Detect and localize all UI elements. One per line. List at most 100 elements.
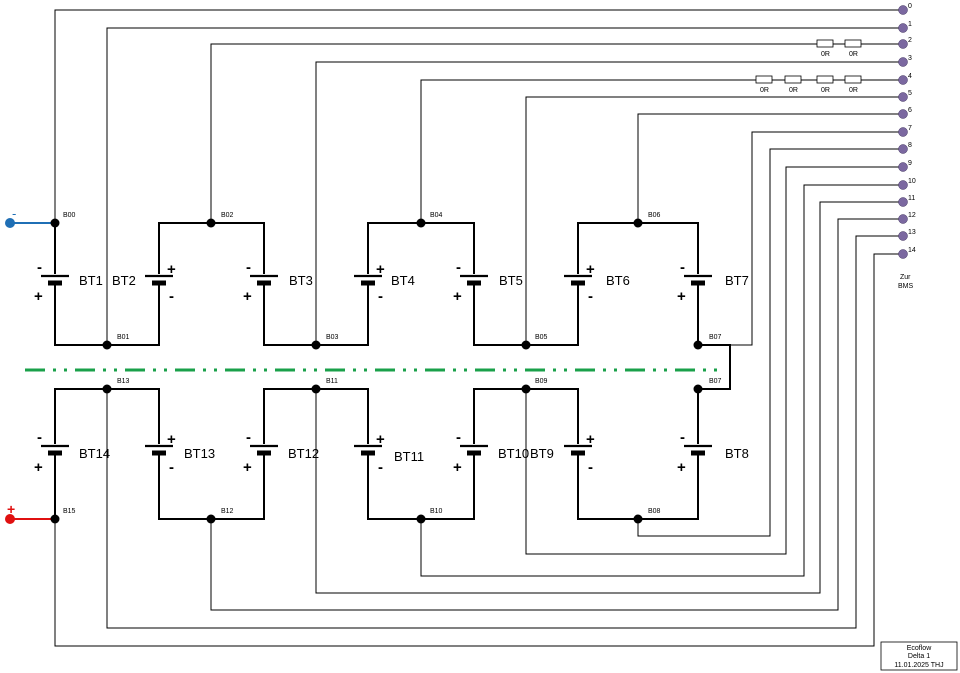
bt11-top	[316, 388, 369, 444]
svg-text:+: +	[376, 431, 385, 448]
label-b03: B03	[326, 334, 339, 341]
label-b04: B04	[430, 212, 443, 219]
terminal-4-label: 4	[908, 73, 912, 80]
bt6-label: BT6	[606, 273, 630, 288]
svg-text:+: +	[243, 288, 252, 305]
battery-bt13: + - BT13	[145, 431, 215, 476]
title-block: Ecoflow Delta 1 11.01.2025 THJ	[880, 641, 958, 671]
node-b07-top	[693, 340, 703, 350]
bt9-label: BT9	[530, 446, 554, 461]
label-b00: B00	[63, 212, 76, 219]
title-line3: 11.01.2025 THJ	[894, 662, 943, 669]
resistor-4b	[784, 75, 802, 84]
svg-text:+: +	[167, 261, 176, 278]
battery-bt4: + - BT4	[354, 261, 415, 305]
svg-text:+: +	[453, 288, 462, 305]
svg-text:+: +	[34, 288, 43, 305]
wire-6	[637, 113, 903, 223]
resistor-4a-label: 0R	[760, 87, 769, 94]
svg-text:-: -	[378, 459, 383, 476]
bt1-branch-lower	[54, 284, 107, 346]
terminal-4	[898, 75, 908, 85]
terminal-13	[898, 231, 908, 241]
resistor-2a	[816, 39, 834, 48]
node-labels: B00 B01 B02 B03 B04 B05 B06 B07 B07 B13 …	[63, 212, 722, 515]
node-b08	[633, 514, 643, 524]
terminal-0-label: 0	[908, 3, 912, 10]
bt3-label: BT3	[289, 273, 313, 288]
terminal-3	[898, 57, 908, 67]
svg-text:+: +	[677, 459, 686, 476]
svg-text:+: +	[243, 459, 252, 476]
svg-text:+: +	[376, 261, 385, 278]
resistor-4a	[755, 75, 773, 84]
battery-bt2: + - BT2	[112, 261, 176, 305]
bt10-top	[473, 388, 526, 444]
neg-terminal-sign: -	[12, 206, 16, 221]
terminal-10-label: 10	[908, 178, 916, 185]
svg-text:+: +	[34, 459, 43, 476]
node-b11	[311, 384, 321, 394]
wire-5	[525, 96, 903, 345]
terminal-2	[898, 39, 908, 49]
svg-text:+: +	[677, 288, 686, 305]
bt5-lower	[473, 284, 526, 346]
node-b03	[311, 340, 321, 350]
label-b12: B12	[221, 508, 234, 515]
label-b15: B15	[63, 508, 76, 515]
label-b05: B05	[535, 334, 548, 341]
bt7-label: BT7	[725, 273, 749, 288]
terminal-12	[898, 214, 908, 224]
wire-13	[106, 235, 903, 629]
terminal-12-label: 12	[908, 212, 916, 219]
terminal-11-label: 11	[908, 195, 915, 202]
terminal-14	[898, 249, 908, 259]
svg-text:-: -	[588, 288, 593, 305]
battery-bt7: - + BT7	[677, 259, 749, 305]
bt4-lower	[316, 284, 369, 346]
label-b13: B13	[117, 378, 130, 385]
terminal-7	[898, 127, 908, 137]
terminal-3-label: 3	[908, 55, 912, 62]
battery-bt6: + - BT6	[564, 261, 630, 305]
terminal-5	[898, 92, 908, 102]
resistor-4c	[816, 75, 834, 84]
battery-bt9: + - BT9	[530, 431, 595, 476]
bt8-label: BT8	[725, 446, 749, 461]
wire-8	[637, 148, 903, 537]
terminal-1	[898, 23, 908, 33]
svg-text:-: -	[588, 459, 593, 476]
terminal-5-label: 5	[908, 90, 912, 97]
node-b10	[416, 514, 426, 524]
svg-text:-: -	[456, 429, 461, 446]
label-b02: B02	[221, 212, 234, 219]
pos-terminal-dot	[5, 514, 15, 524]
svg-text:-: -	[169, 288, 174, 305]
svg-text:-: -	[680, 259, 685, 276]
battery-bt5: - + BT5	[453, 259, 523, 305]
wire-2	[210, 43, 903, 223]
bt3-lower	[263, 284, 316, 346]
node-b09	[521, 384, 531, 394]
title-line1: Ecoflow	[907, 645, 932, 652]
terminal-14-label: 14	[908, 247, 916, 254]
node-b00	[50, 218, 60, 228]
terminal-8	[898, 144, 908, 154]
wire-14	[54, 253, 903, 647]
wire-7	[730, 131, 903, 346]
wire-11	[315, 201, 903, 594]
bt12-label: BT12	[288, 446, 319, 461]
bt4-label: BT4	[391, 273, 415, 288]
pack-negative: -	[5, 206, 55, 228]
bt14-label: BT14	[79, 446, 110, 461]
pos-terminal-sign: +	[7, 501, 15, 517]
balance-wires	[54, 9, 903, 647]
node-b02	[206, 218, 216, 228]
battery-bt14: - + BT14	[34, 429, 110, 476]
label-b08: B08	[648, 508, 661, 515]
resistor-2a-label: 0R	[821, 51, 830, 58]
resistor-2b	[844, 39, 862, 48]
bt10-label: BT10	[498, 446, 529, 461]
node-b13	[102, 384, 112, 394]
bt5-label: BT5	[499, 273, 523, 288]
